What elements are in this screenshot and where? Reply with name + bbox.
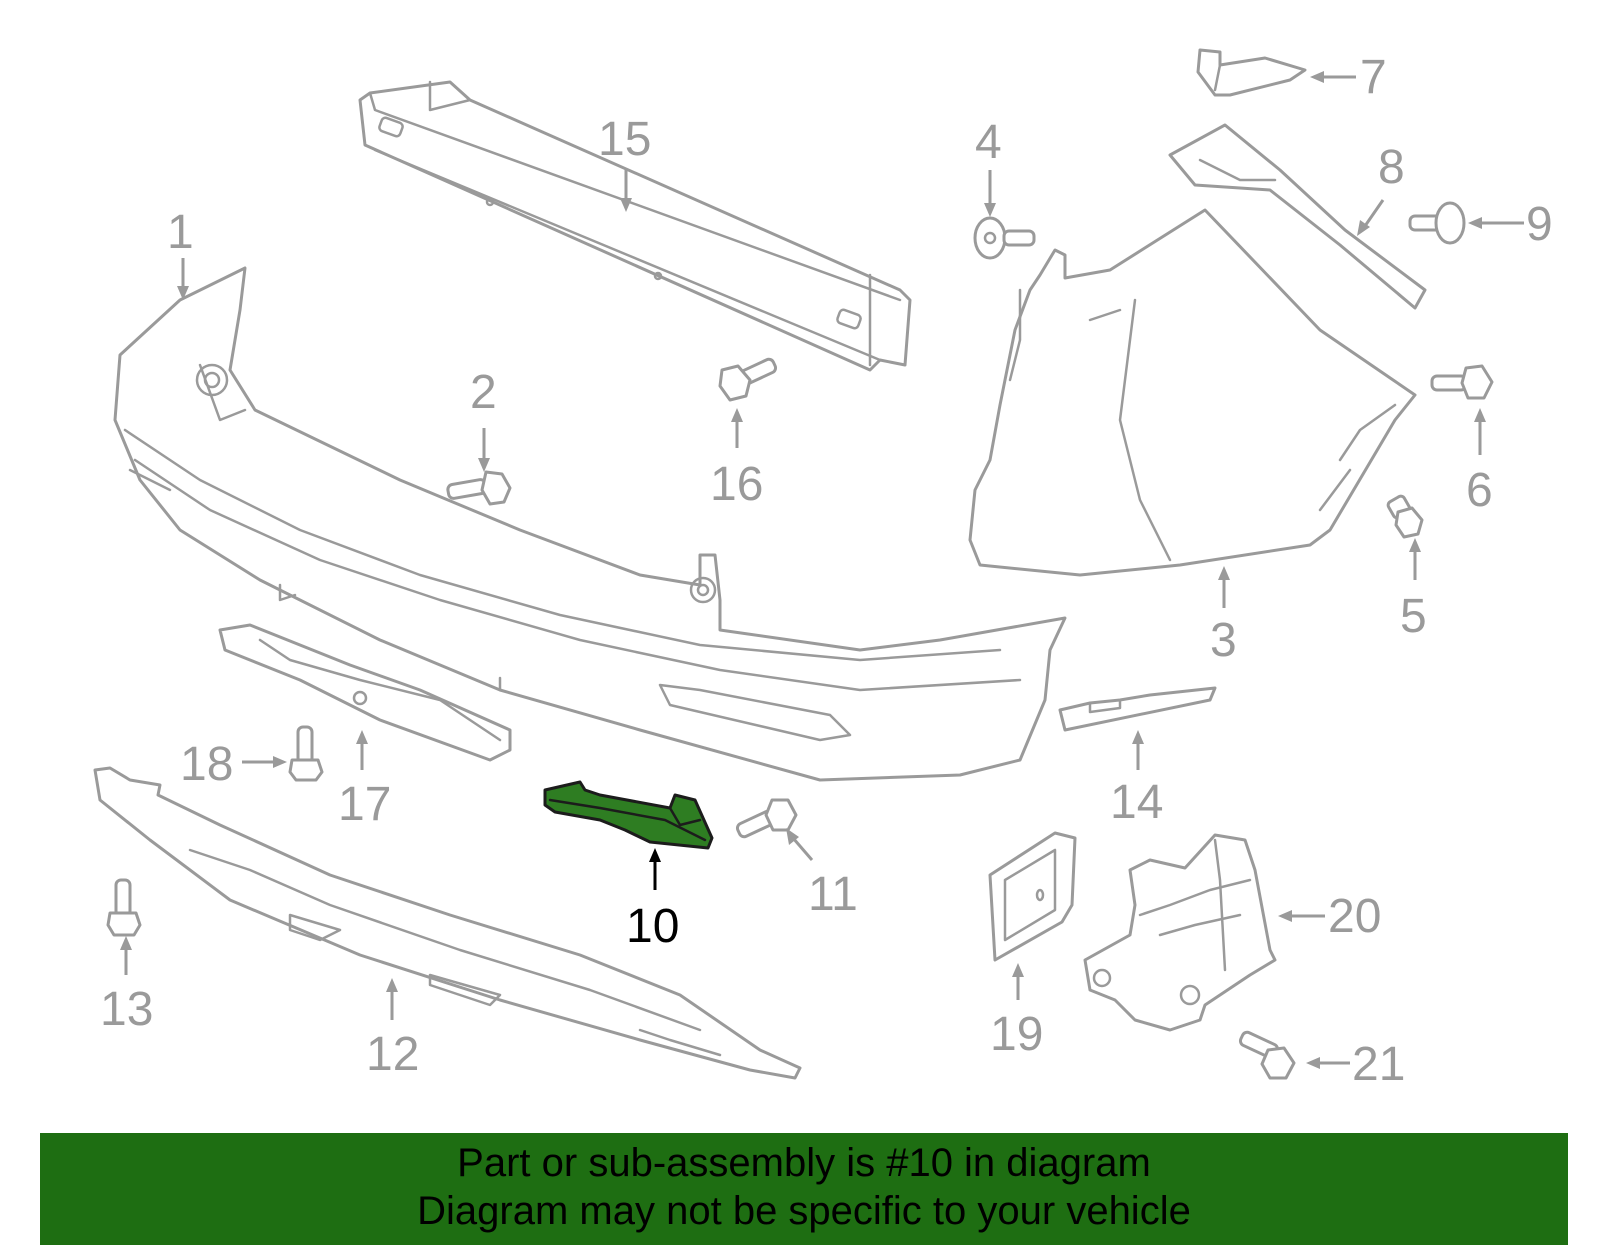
callout-arrows	[120, 71, 1524, 1069]
callout-3: 3	[1210, 614, 1237, 667]
callout-18: 18	[180, 738, 233, 791]
part-20-bracket-assembly	[1083, 833, 1277, 1032]
callout-19: 19	[990, 1008, 1043, 1061]
caption-banner: Part or sub-assembly is #10 in diagram D…	[40, 1133, 1568, 1245]
callout-20: 20	[1328, 890, 1381, 943]
part-3-side-panel	[968, 208, 1417, 577]
part-14-rail	[1058, 686, 1217, 732]
parts-diagram: 1 2 3 4 5 6 7 8 9 10 11 12 13 14 15 16 1…	[93, 48, 1553, 1091]
callout-9: 9	[1526, 198, 1553, 251]
fastener-6	[1430, 364, 1494, 400]
part-12-lower-valance	[93, 766, 802, 1080]
part-19-plate	[988, 831, 1077, 962]
caption-line-2: Diagram may not be specific to your vehi…	[417, 1189, 1191, 1233]
part-1-bumper-cover	[113, 266, 1067, 782]
fastener-4	[973, 216, 1036, 260]
callout-labels: 1 2 3 4 5 6 7 8 9 10 11 12 13 14 15 16 1…	[100, 51, 1553, 1091]
fastener-21	[1238, 1030, 1296, 1080]
part-17-absorber	[218, 623, 512, 762]
fastener-9	[1408, 201, 1466, 245]
callout-15: 15	[598, 113, 651, 166]
callout-4: 4	[975, 116, 1002, 169]
part-7-bracket	[1196, 48, 1307, 97]
callout-16: 16	[710, 458, 763, 511]
callout-2: 2	[470, 366, 497, 419]
fastener-18	[288, 725, 324, 782]
fastener-2	[446, 470, 512, 506]
callout-8: 8	[1378, 141, 1405, 194]
part-8-trim-strip	[1168, 123, 1427, 310]
part-15-reinforcement-beam	[358, 80, 912, 372]
callout-17: 17	[338, 778, 391, 831]
caption-line-1: Part or sub-assembly is #10 in diagram	[457, 1141, 1151, 1185]
callout-7: 7	[1360, 51, 1387, 104]
callout-6: 6	[1466, 464, 1493, 517]
callout-14: 14	[1110, 776, 1163, 829]
fastener-5	[1386, 494, 1424, 539]
callout-21: 21	[1352, 1038, 1405, 1091]
callout-5: 5	[1400, 590, 1427, 643]
callout-10: 10	[626, 900, 679, 953]
part-10-highlighted-bracket	[543, 780, 714, 850]
callout-13: 13	[100, 983, 153, 1036]
fastener-16	[718, 357, 778, 402]
callout-12: 12	[366, 1028, 419, 1081]
fastener-13	[106, 878, 142, 937]
callout-1: 1	[167, 206, 194, 259]
callout-11: 11	[808, 868, 858, 921]
